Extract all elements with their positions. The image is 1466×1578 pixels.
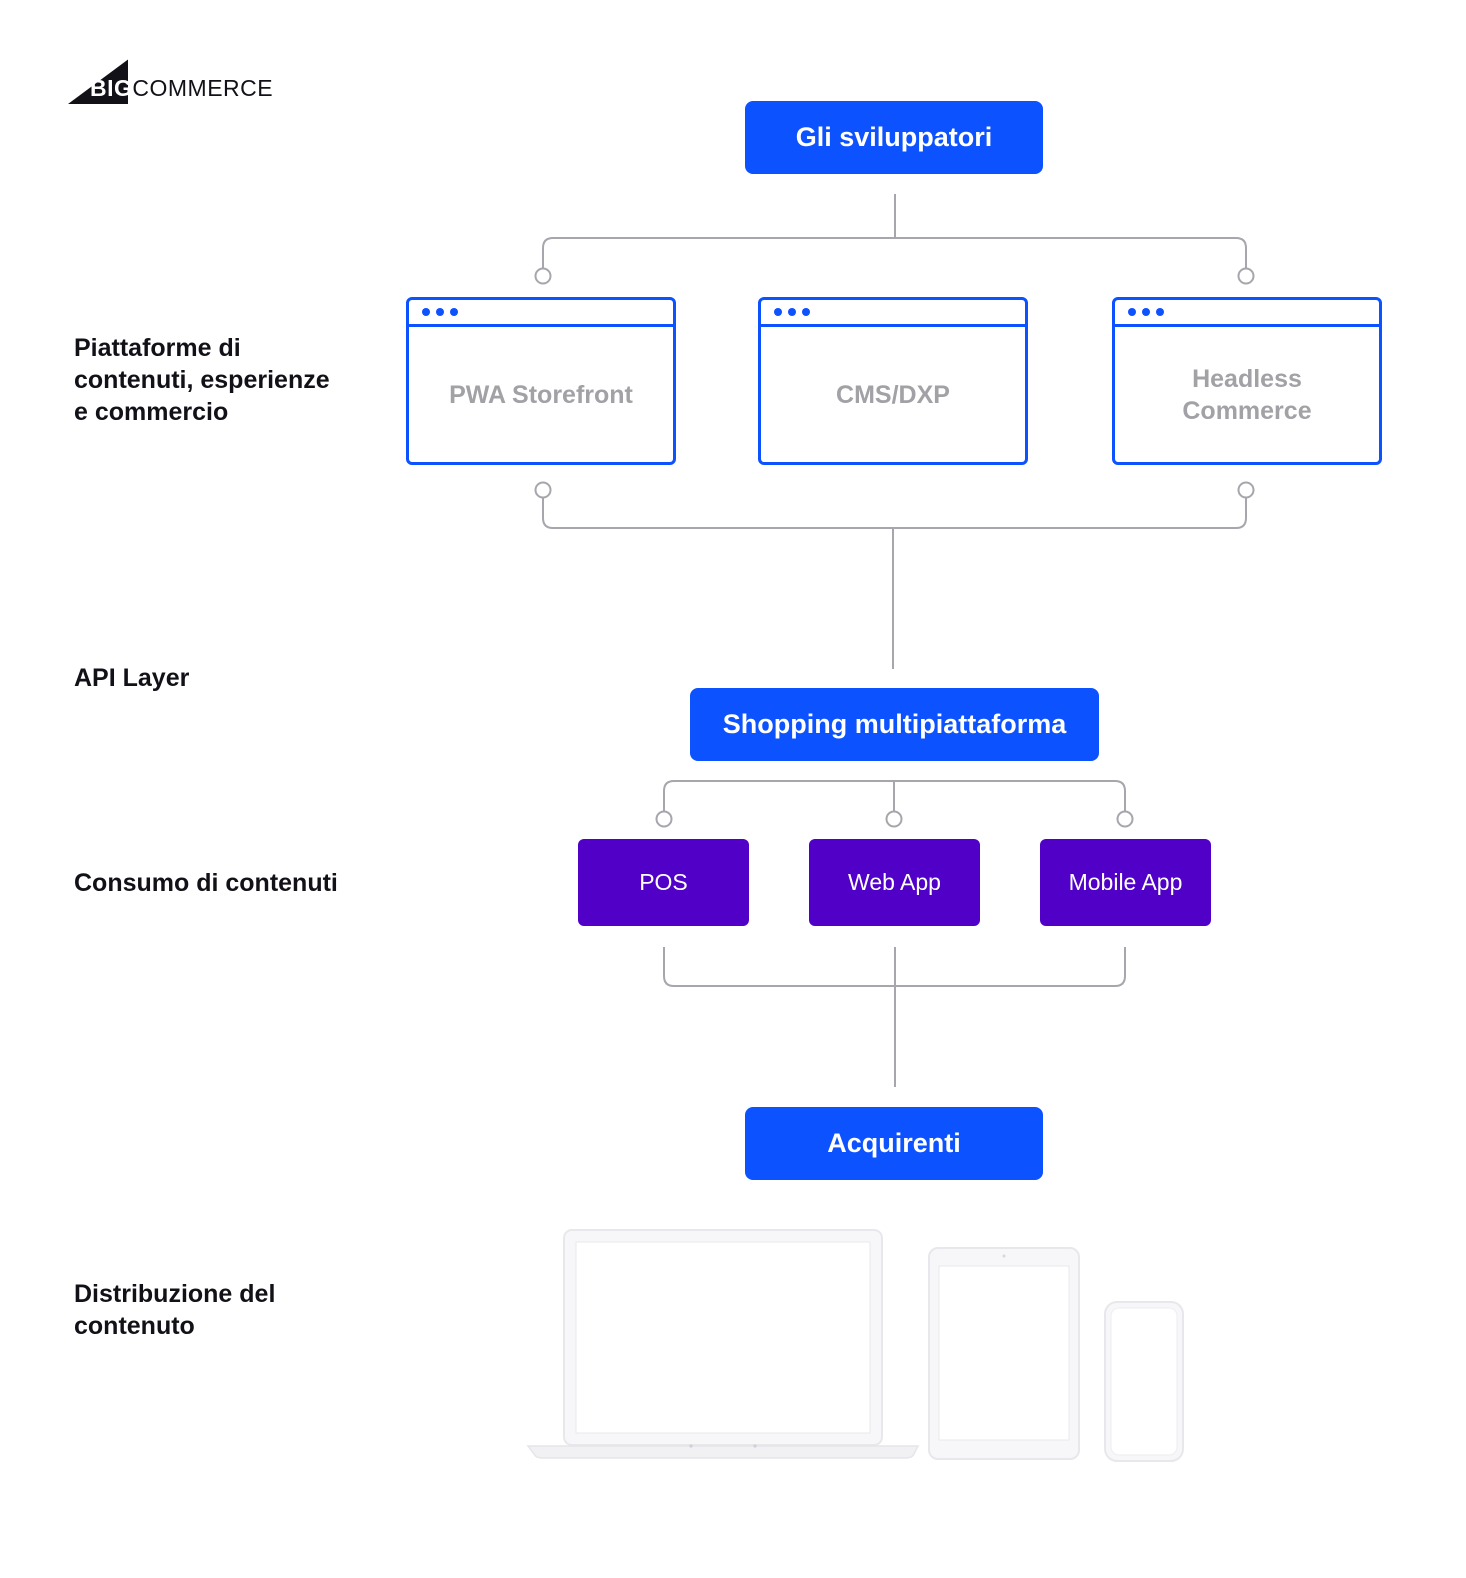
platform-label: Headless Commerce — [1182, 364, 1312, 425]
platform-label: CMS/DXP — [836, 380, 950, 409]
window-title-bar — [1115, 300, 1379, 327]
platform-window-pwa: PWA Storefront — [406, 297, 676, 465]
developers-node: Gli sviluppatori — [745, 101, 1043, 174]
label-distribution: Distribuzione del contenuto — [74, 1280, 276, 1340]
label-api-layer: API Layer — [74, 664, 190, 692]
bigcommerce-logo: BIGCOMMERCE — [68, 58, 278, 106]
buyers-node: Acquirenti — [745, 1107, 1043, 1180]
window-dot-icon — [422, 308, 430, 316]
consumer-mobile-app: Mobile App — [1040, 839, 1211, 926]
window-dot-icon — [774, 308, 782, 316]
window-dot-icon — [802, 308, 810, 316]
label-platforms: Piattaforme di contenuti, esperienze e c… — [74, 334, 330, 426]
window-dot-icon — [788, 308, 796, 316]
logo-big-text: BIG — [90, 75, 133, 101]
multiplatform-node: Shopping multipiattaforma — [690, 688, 1099, 761]
label-consumption: Consumo di contenuti — [74, 869, 338, 897]
consumer-pos: POS — [578, 839, 749, 926]
window-title-bar — [761, 300, 1025, 327]
laptop-icon — [526, 1229, 920, 1459]
window-dot-icon — [450, 308, 458, 316]
platform-window-cms: CMS/DXP — [758, 297, 1028, 465]
platform-window-headless: Headless Commerce — [1112, 297, 1382, 465]
window-dot-icon — [1128, 308, 1136, 316]
consumer-web-app: Web App — [809, 839, 980, 926]
tablet-icon — [928, 1247, 1080, 1460]
window-dot-icon — [1142, 308, 1150, 316]
window-title-bar — [409, 300, 673, 327]
logo-triangle-icon — [68, 59, 128, 104]
platform-label: PWA Storefront — [449, 380, 633, 409]
logo-commerce-text: COMMERCE — [132, 75, 274, 101]
phone-icon — [1104, 1301, 1184, 1462]
logo-wordmark: BIGCOMMERCE — [90, 75, 273, 102]
window-dot-icon — [436, 308, 444, 316]
window-dot-icon — [1156, 308, 1164, 316]
